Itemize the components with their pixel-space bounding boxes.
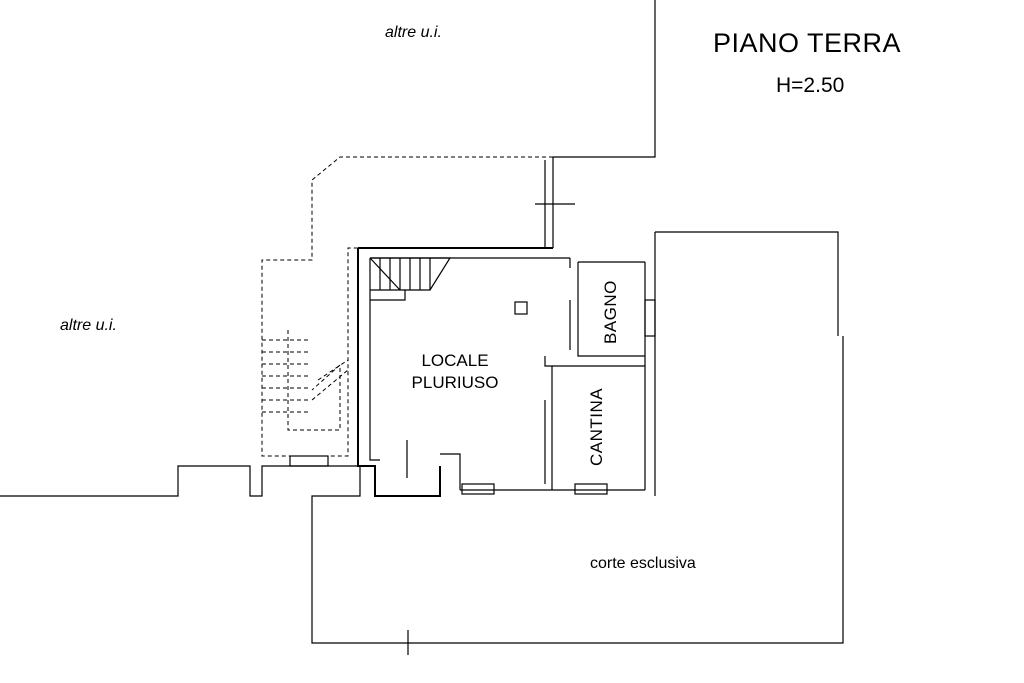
label-cantina: CANTINA (587, 387, 606, 466)
floor-height: H=2.50 (776, 74, 845, 97)
building-inner-wall (369, 258, 380, 461)
building-outer-wall (357, 248, 441, 497)
window-bottom-1 (461, 483, 495, 495)
label-bagno: BAGNO (601, 280, 620, 344)
label-others-left: altre u.i. (60, 317, 117, 334)
floor-title: PIANO TERRA (713, 28, 902, 58)
label-locale-line1: LOCALE (421, 351, 489, 370)
boundary-top (552, 0, 656, 248)
fixture-square (514, 301, 528, 315)
right-block (655, 231, 839, 336)
window-bagno (644, 299, 656, 337)
window-stair (289, 455, 329, 467)
inner-stair (369, 257, 452, 301)
external-stair-dashed (261, 156, 553, 457)
label-others-top: altre u.i. (385, 24, 442, 41)
cantina-walls (544, 356, 553, 490)
label-locale-line2: PLURIUSO (411, 373, 499, 392)
boundary-left (0, 336, 844, 644)
label-corte: corte esclusiva (590, 555, 696, 572)
bagno-walls (577, 262, 645, 357)
label-locale-pluriuso: LOCALE PLURIUSO (400, 350, 510, 394)
window-bottom-2 (574, 483, 608, 495)
